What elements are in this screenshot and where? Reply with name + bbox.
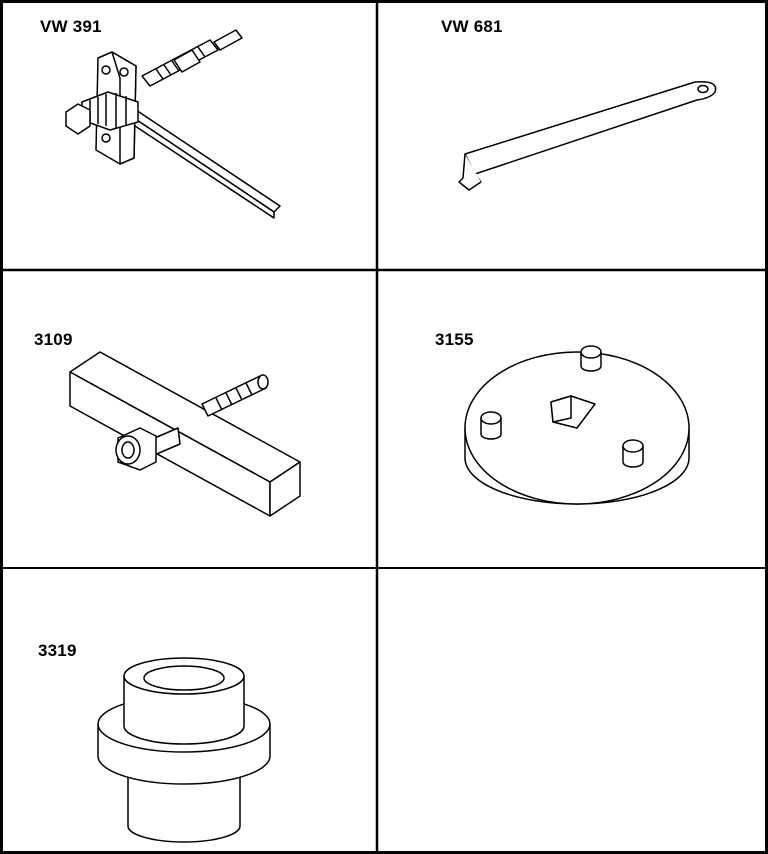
tool-drawing-vw-391 <box>60 20 300 230</box>
cell-3155: 3155 <box>377 270 768 568</box>
tool-label-3109: 3109 <box>34 330 73 349</box>
cell-empty <box>377 568 768 854</box>
tool-drawing-vw-681 <box>457 78 727 200</box>
cell-vw-681: VW 681 <box>377 0 768 270</box>
tool-label-3155: 3155 <box>435 330 474 349</box>
cell-3319: 3319 <box>0 568 377 854</box>
cell-vw-391: VW 391 <box>0 0 377 270</box>
tool-label-vw-681: VW 681 <box>441 17 503 36</box>
tool-label-vw-391: VW 391 <box>40 17 102 36</box>
tool-label-3319: 3319 <box>38 641 77 660</box>
tool-drawing-3319 <box>94 648 274 844</box>
tool-drawing-3109 <box>66 352 306 522</box>
tool-drawing-3155 <box>461 332 693 508</box>
cell-3109: 3109 <box>0 270 377 568</box>
